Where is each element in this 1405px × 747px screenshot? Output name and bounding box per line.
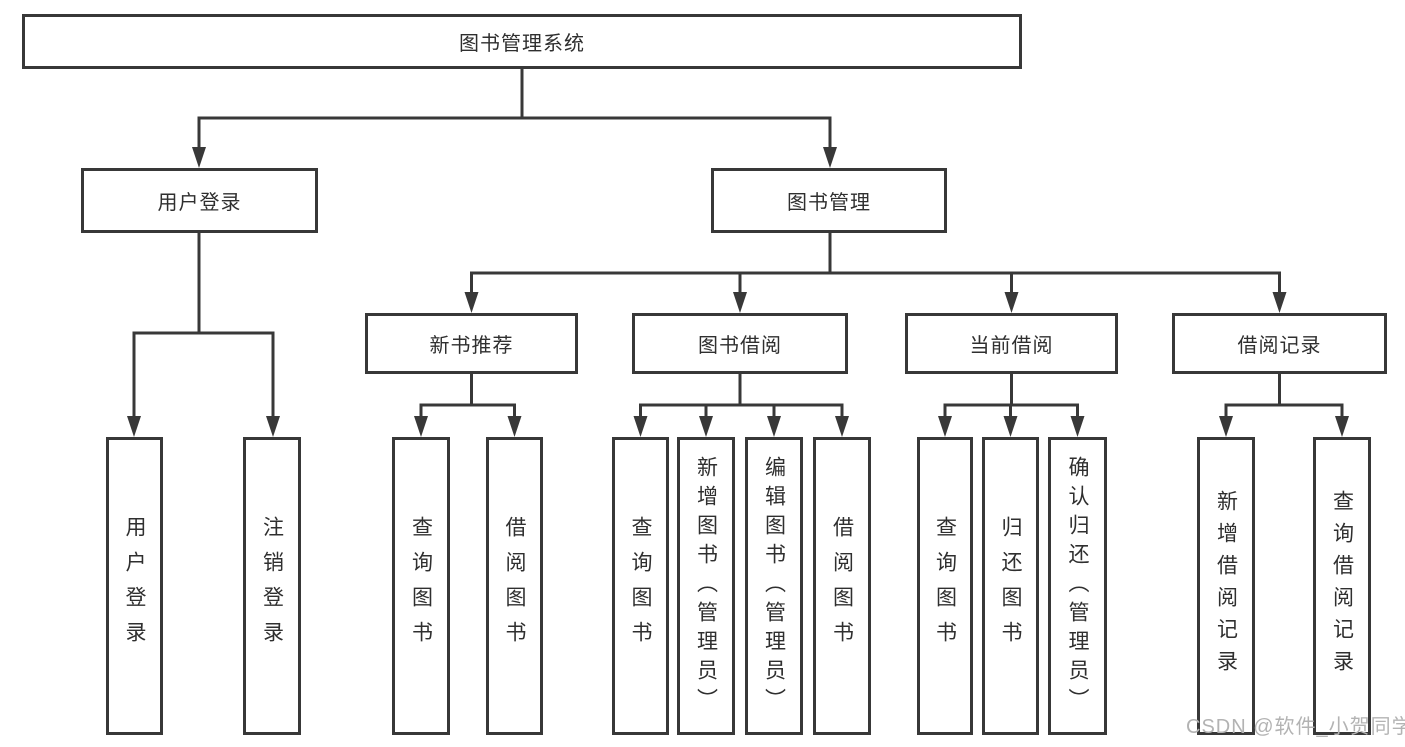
leaf-user-login-label: 用户登录 (123, 516, 146, 656)
leaf-user-login: 用户登录 (106, 437, 163, 735)
leaf-borrow-books-recommend-label: 借阅图书 (503, 516, 526, 656)
node-book-borrowing: 图书借阅 (632, 313, 848, 374)
leaf-query-books-borrowing-label: 查询图书 (629, 516, 652, 656)
leaf-return-books: 归还图书 (982, 437, 1039, 735)
leaf-edit-books-admin: 编辑图书（管理员） (745, 437, 803, 735)
arrowheads (127, 147, 1349, 437)
leaf-add-books-admin: 新增图书（管理员） (677, 437, 735, 735)
leaf-logout: 注销登录 (243, 437, 301, 735)
leaf-logout-label: 注销登录 (260, 516, 284, 656)
leaf-edit-books-admin-label: 编辑图书（管理员） (762, 455, 786, 717)
node-current-borrowing: 当前借阅 (905, 313, 1118, 374)
leaf-query-books-recommend-label: 查询图书 (409, 516, 433, 656)
leaf-query-books-current: 查询图书 (917, 437, 973, 735)
leaf-add-borrow-record-label: 新增借阅记录 (1214, 490, 1238, 682)
node-borrowing-records: 借阅记录 (1172, 313, 1387, 374)
leaf-add-borrow-record: 新增借阅记录 (1197, 437, 1255, 735)
leaf-query-books-current-label: 查询图书 (933, 516, 957, 656)
leaf-borrow-books-borrowing-label: 借阅图书 (830, 516, 854, 656)
leaf-borrow-books-borrowing: 借阅图书 (813, 437, 871, 735)
leaf-query-borrow-record-label: 查询借阅记录 (1330, 490, 1354, 682)
leaf-query-borrow-record: 查询借阅记录 (1313, 437, 1371, 735)
node-new-book-recommendation: 新书推荐 (365, 313, 578, 374)
leaf-borrow-books-recommend: 借阅图书 (486, 437, 543, 735)
node-user-login: 用户登录 (81, 168, 318, 233)
node-book-management: 图书管理 (711, 168, 947, 233)
leaf-query-books-recommend: 查询图书 (392, 437, 450, 735)
leaf-query-books-borrowing: 查询图书 (612, 437, 669, 735)
leaf-confirm-return-admin: 确认归还（管理员） (1048, 437, 1107, 735)
node-library-system: 图书管理系统 (22, 14, 1022, 69)
leaf-return-books-label: 归还图书 (999, 516, 1022, 656)
watermark-text: CSDN @软件_小贺同学 (1186, 716, 1405, 738)
leaf-confirm-return-admin-label: 确认归还（管理员） (1066, 455, 1089, 717)
leaf-add-books-admin-label: 新增图书（管理员） (694, 455, 718, 717)
